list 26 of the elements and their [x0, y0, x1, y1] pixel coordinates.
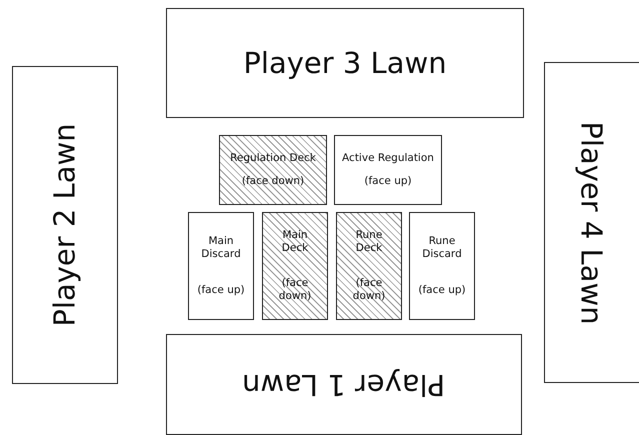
pile-state: (face down) — [278, 277, 312, 304]
pile-name: Main Discard — [200, 235, 242, 262]
pile-state: (face down) — [352, 277, 386, 304]
lawn-label: Player 4 Lawn — [575, 120, 609, 324]
pile-state: (face up) — [417, 284, 467, 297]
pile-state: (face down) — [242, 175, 304, 188]
player-lawn-area — [12, 66, 118, 384]
pile-state: (face up) — [364, 175, 412, 188]
pile-name: Active Regulation — [342, 152, 434, 165]
lawn-label: Player 3 Lawn — [243, 46, 447, 80]
card-pile — [188, 212, 254, 320]
player-lawn-area — [166, 8, 524, 118]
lawn-label: Player 2 Lawn — [48, 123, 82, 327]
lawn-label: Player 1 Lawn — [242, 368, 446, 402]
pile-name: Rune Discard — [421, 235, 463, 262]
pile-name: Main Deck — [280, 228, 310, 255]
card-pile — [262, 212, 328, 320]
card-pile — [409, 212, 475, 320]
card-pile — [336, 212, 402, 320]
pile-name: Rune Deck — [354, 228, 384, 255]
card-pile — [219, 135, 327, 205]
pile-name: Regulation Deck — [230, 152, 316, 165]
pile-state: (face up) — [196, 284, 246, 297]
card-pile — [334, 135, 442, 205]
player-lawn-area — [166, 334, 522, 435]
player-lawn-area — [544, 62, 639, 383]
